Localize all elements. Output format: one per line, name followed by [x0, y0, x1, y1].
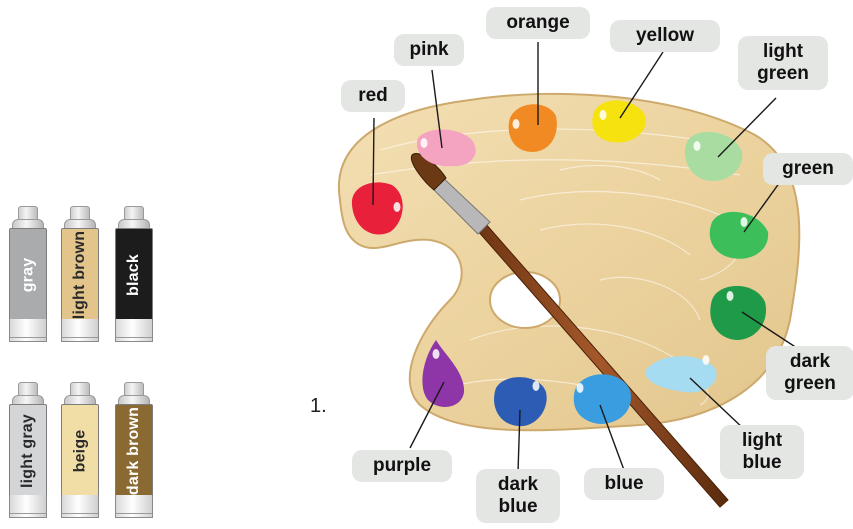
label-orange: orange	[486, 7, 590, 39]
label-light-green: light green	[738, 36, 828, 90]
label-dark-green: dark green	[766, 346, 853, 400]
label-light-blue: light blue	[720, 425, 804, 479]
label-pink: pink	[394, 34, 464, 66]
label-yellow: yellow	[610, 20, 720, 52]
label-purple: purple	[352, 450, 452, 482]
label-red: red	[341, 80, 405, 112]
label-blue: blue	[584, 468, 664, 500]
label-green: green	[763, 153, 853, 185]
label-dark-blue: dark blue	[476, 469, 560, 523]
